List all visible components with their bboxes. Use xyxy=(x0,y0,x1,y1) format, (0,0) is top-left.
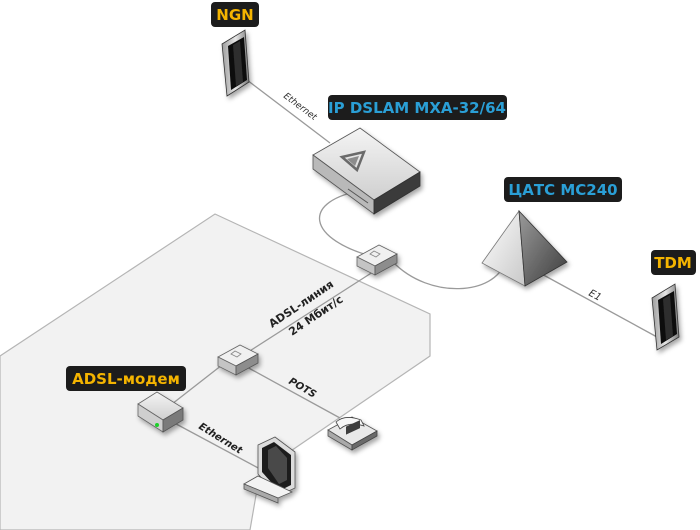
modem-label: ADSL-модем xyxy=(72,370,180,388)
ngn-tag: NGN xyxy=(211,2,259,27)
modem-tag: ADSL-модем xyxy=(66,366,186,391)
adsl-modem-icon xyxy=(137,391,184,433)
tdm-label: TDM xyxy=(654,254,692,272)
dslam-tag: IP DSLAM MXA-32/64 xyxy=(328,95,507,120)
cable-modem-pc xyxy=(164,417,263,471)
telephone-icon xyxy=(327,416,378,451)
cable-dslam-splitter xyxy=(319,189,379,259)
cable-atc-tdm xyxy=(537,271,658,338)
e1-label: E1 xyxy=(587,288,603,304)
splitter-top-icon xyxy=(356,244,398,276)
cable-ngn-dslam xyxy=(246,79,331,144)
atc-tag: ЦАТС МС240 xyxy=(504,177,622,202)
tdm-tag: TDM xyxy=(651,250,696,275)
ngn-server-icon xyxy=(221,29,250,97)
dslam-label: IP DSLAM MXA-32/64 xyxy=(328,99,506,117)
atc-label: ЦАТС МС240 xyxy=(508,181,617,199)
splitter-bottom-icon xyxy=(217,344,259,376)
tdm-server-icon xyxy=(651,283,680,351)
cable-splitter-modem xyxy=(171,364,223,405)
computer-icon xyxy=(243,436,296,504)
ethernet-top-label: Ethernet xyxy=(281,91,318,123)
subscriber-zone xyxy=(0,213,431,530)
cables xyxy=(164,79,658,471)
atc-pyramid-icon xyxy=(481,209,568,287)
ngn-label: NGN xyxy=(216,6,253,24)
dslam-device-icon xyxy=(312,127,421,215)
cable-splitter-phone xyxy=(244,365,341,419)
cable-adsl-line xyxy=(244,269,377,355)
